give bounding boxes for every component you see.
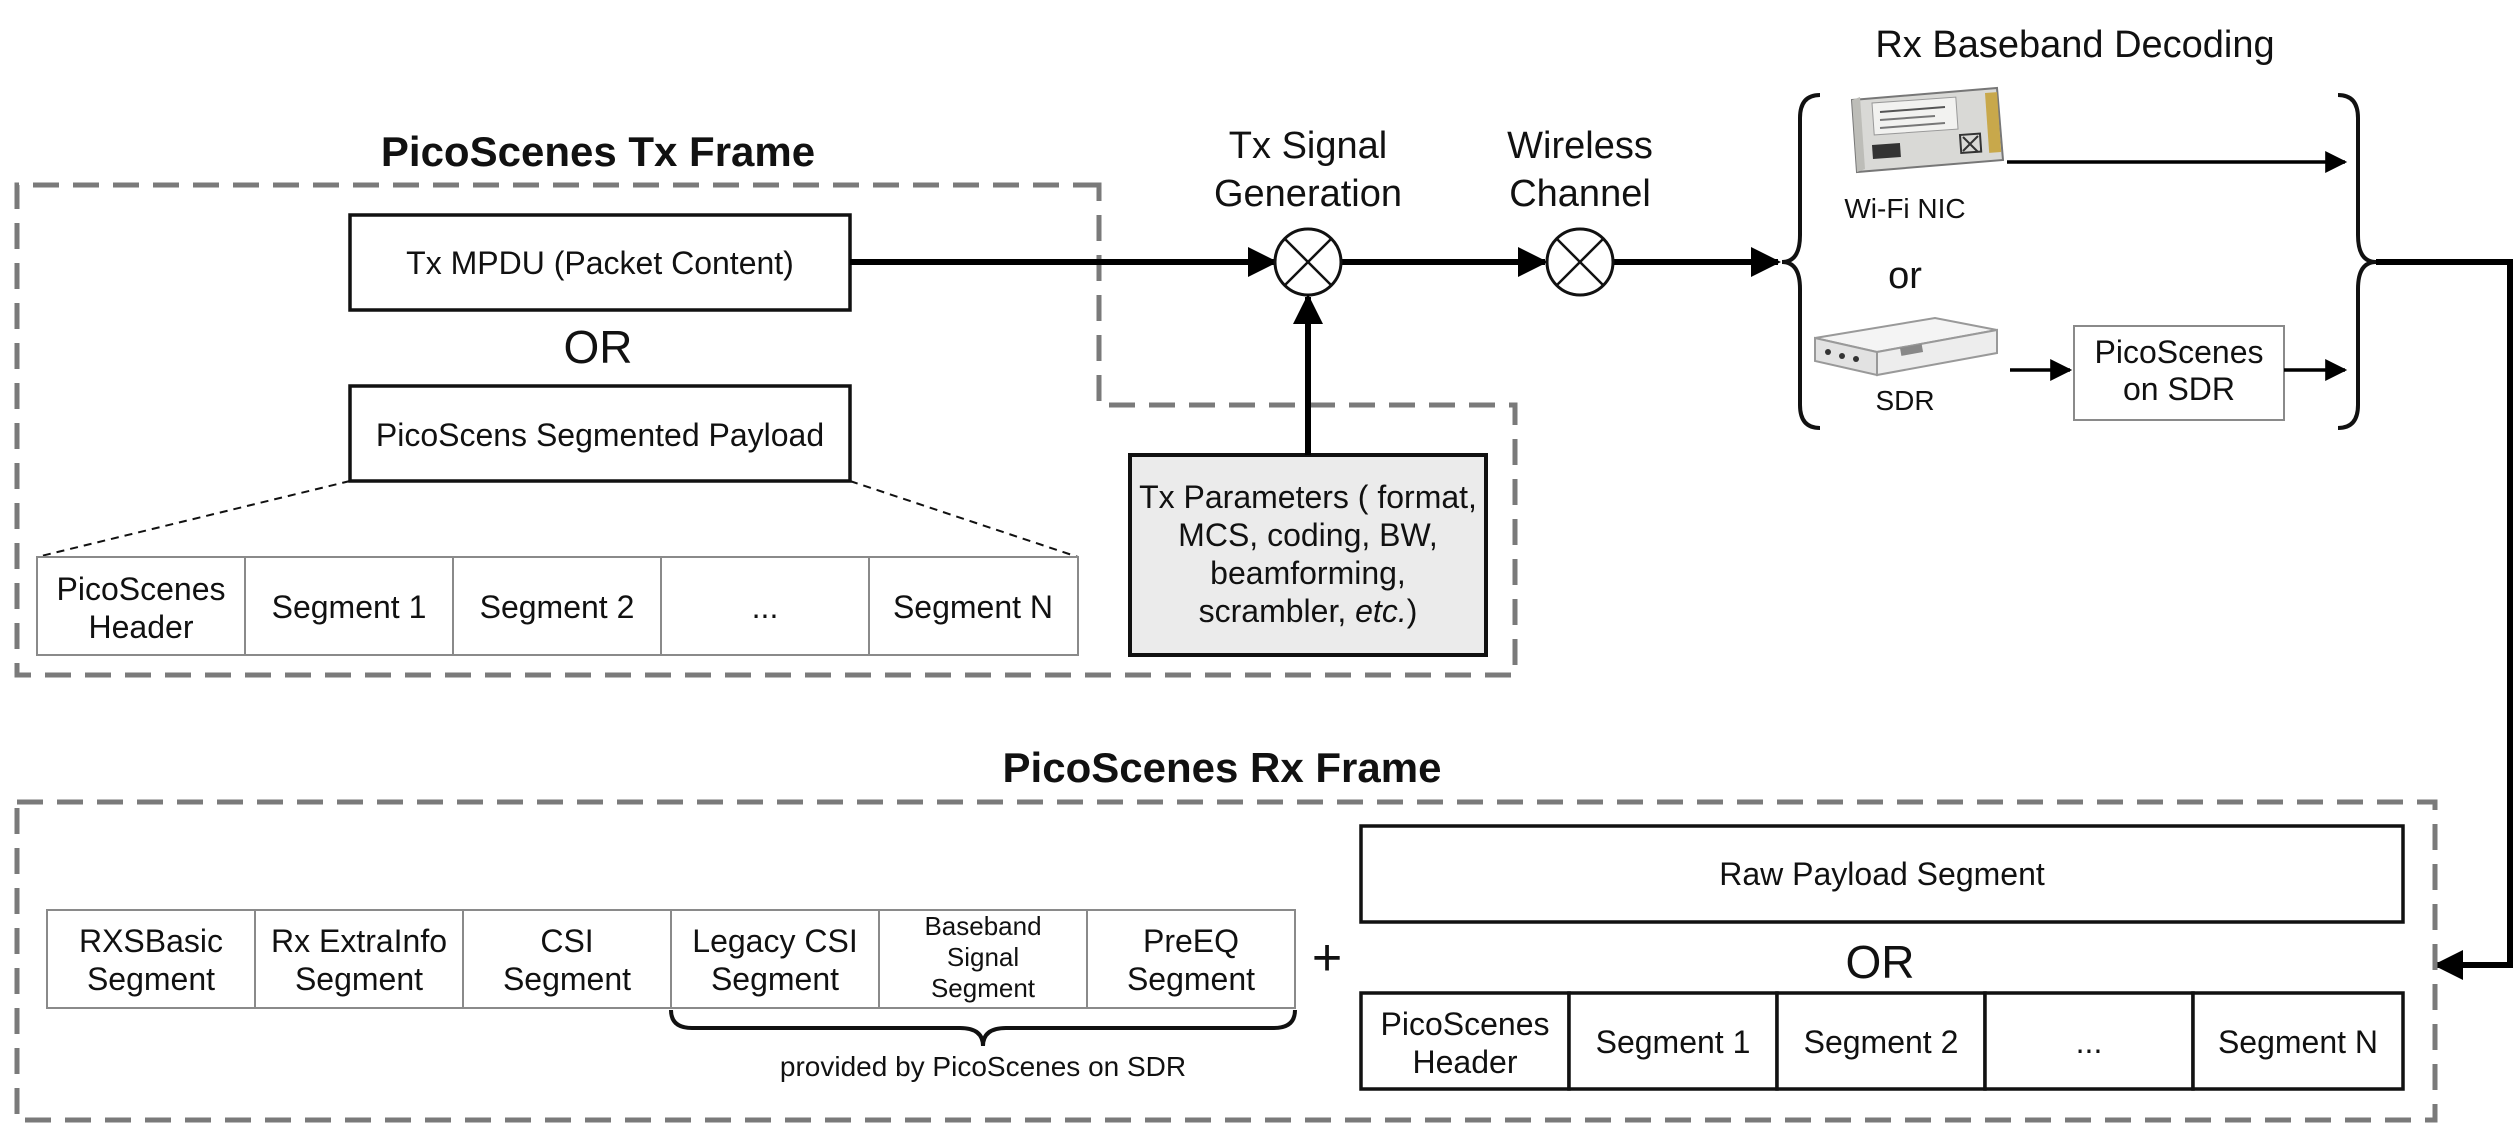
tx-signal-generation-label: Generation xyxy=(1214,173,1402,215)
picoscenes-on-sdr-label: PicoScenes xyxy=(2095,334,2264,370)
rx-segment-label: Segment xyxy=(503,961,631,997)
rx-segment-label: PreEQ xyxy=(1143,923,1239,959)
rx-segment-cell xyxy=(46,909,256,1009)
rx-frame-border xyxy=(14,799,2438,1123)
wireless-channel-multiplier-icon xyxy=(1545,227,1615,297)
tx-mpdu-label: Tx MPDU (Packet Content) xyxy=(406,245,794,281)
tx-segment-cell xyxy=(452,556,662,656)
tx-segment-label: PicoScenes xyxy=(57,571,226,607)
rx-segment-cell xyxy=(254,909,464,1009)
tx-parameters-text: MCS, coding, BW, xyxy=(1178,517,1438,553)
rx-payload-segment-cell xyxy=(1775,991,1987,1091)
rx-segment-label: Segment xyxy=(1127,961,1255,997)
rx-segment-cell xyxy=(670,909,880,1009)
rx-payload-segments-table: PicoScenes Header Segment 1 Segment 2 ..… xyxy=(1359,991,2405,1091)
rx-segment-label: Segment xyxy=(295,961,423,997)
rx-payload-segment-label: Header xyxy=(1413,1044,1518,1080)
wireless-channel-label: Channel xyxy=(1509,173,1651,215)
rx-baseband-left-brace xyxy=(1781,93,1821,430)
tx-segment-label: Segment 2 xyxy=(480,589,635,625)
tx-segments-table: PicoScenes Header Segment 1 Segment 2 ..… xyxy=(36,556,1079,656)
rx-segments-table: RXSBasic Segment Rx ExtraInfo Segment CS… xyxy=(46,909,1296,1009)
rx-payload-or-label: OR xyxy=(1846,936,1915,988)
tx-frame-title: PicoScenes Tx Frame xyxy=(381,128,815,175)
rx-payload-segment-cell xyxy=(1567,991,1779,1091)
tx-signal-multiplier-icon xyxy=(1273,227,1343,297)
rx-segment-label: RXSBasic xyxy=(79,923,223,959)
rx-segment-label: Segment xyxy=(931,973,1036,1003)
raw-payload-box xyxy=(1359,824,2405,924)
sdr-provided-brace xyxy=(669,1009,1297,1047)
rx-payload-segment-label: Segment N xyxy=(2218,1024,2378,1060)
wifi-nic-image xyxy=(1850,86,2005,174)
picoscenes-on-sdr-box xyxy=(2073,325,2285,421)
rx-payload-segment-label: Segment 2 xyxy=(1804,1024,1959,1060)
rx-segment-label: Rx ExtraInfo xyxy=(271,923,447,959)
tx-segment-cell xyxy=(868,556,1079,656)
tx-parameters-text: Tx Parameters ( format, xyxy=(1139,479,1477,515)
sdr-device-image xyxy=(1814,316,1998,377)
expand-line-right xyxy=(849,480,1079,558)
picoscenes-on-sdr-label: on SDR xyxy=(2123,371,2235,407)
wifi-nic-label: Wi-Fi NIC xyxy=(1844,193,1965,224)
tx-parameters-text: beamforming, xyxy=(1210,555,1406,591)
rx-segment-label: Segment xyxy=(711,961,839,997)
rx-payload-segment-label: ... xyxy=(2076,1024,2103,1060)
tx-segment-label: ... xyxy=(752,589,779,625)
rx-segment-label: Signal xyxy=(947,942,1019,972)
rx-payload-segment-label: Segment 1 xyxy=(1596,1024,1751,1060)
segmented-payload-label: PicoScens Segmented Payload xyxy=(376,417,824,453)
rx-segment-cell xyxy=(1086,909,1296,1009)
rx-or-label: or xyxy=(1888,255,1922,297)
tx-segment-label: Segment N xyxy=(893,589,1053,625)
rx-segment-label: Legacy CSI xyxy=(692,923,857,959)
sdr-provided-label: provided by PicoScenes on SDR xyxy=(780,1051,1186,1082)
rx-segment-cell xyxy=(878,909,1088,1009)
tx-segment-label: Segment 1 xyxy=(272,589,427,625)
segmented-payload-box xyxy=(348,384,852,483)
rx-frame-title: PicoScenes Rx Frame xyxy=(1003,744,1442,791)
tx-parameters-box xyxy=(1128,453,1488,657)
raw-payload-label: Raw Payload Segment xyxy=(1719,856,2045,892)
rx-payload-segment-cell xyxy=(1983,991,2195,1091)
rx-segment-label: CSI xyxy=(540,923,593,959)
expand-line-left xyxy=(36,480,351,558)
rx-payload-segment-cell xyxy=(1359,991,1571,1091)
tx-segment-label: Header xyxy=(89,609,194,645)
tx-or-label: OR xyxy=(564,321,633,373)
plus-sign: + xyxy=(1312,929,1342,987)
rx-output-path-arrow xyxy=(2376,259,2513,980)
tx-frame-border xyxy=(14,182,1518,678)
tx-signal-generation-label: Tx Signal xyxy=(1229,125,1387,167)
rx-payload-segment-label: PicoScenes xyxy=(1381,1006,1550,1042)
rx-payload-segment-cell xyxy=(2191,991,2405,1091)
tx-segment-cell xyxy=(660,556,870,656)
rx-segment-label: Baseband xyxy=(924,911,1041,941)
tx-parameters-text: scrambler, etc.) xyxy=(1199,593,1418,629)
sdr-label: SDR xyxy=(1875,385,1934,416)
rx-segment-label: Segment xyxy=(87,961,215,997)
tx-segment-cell xyxy=(244,556,454,656)
rx-baseband-title: Rx Baseband Decoding xyxy=(1875,24,2274,66)
rx-segment-cell xyxy=(462,909,672,1009)
tx-mpdu-box xyxy=(348,213,852,312)
rx-baseband-right-brace xyxy=(2337,93,2377,430)
wireless-channel-label: Wireless xyxy=(1507,125,1653,167)
